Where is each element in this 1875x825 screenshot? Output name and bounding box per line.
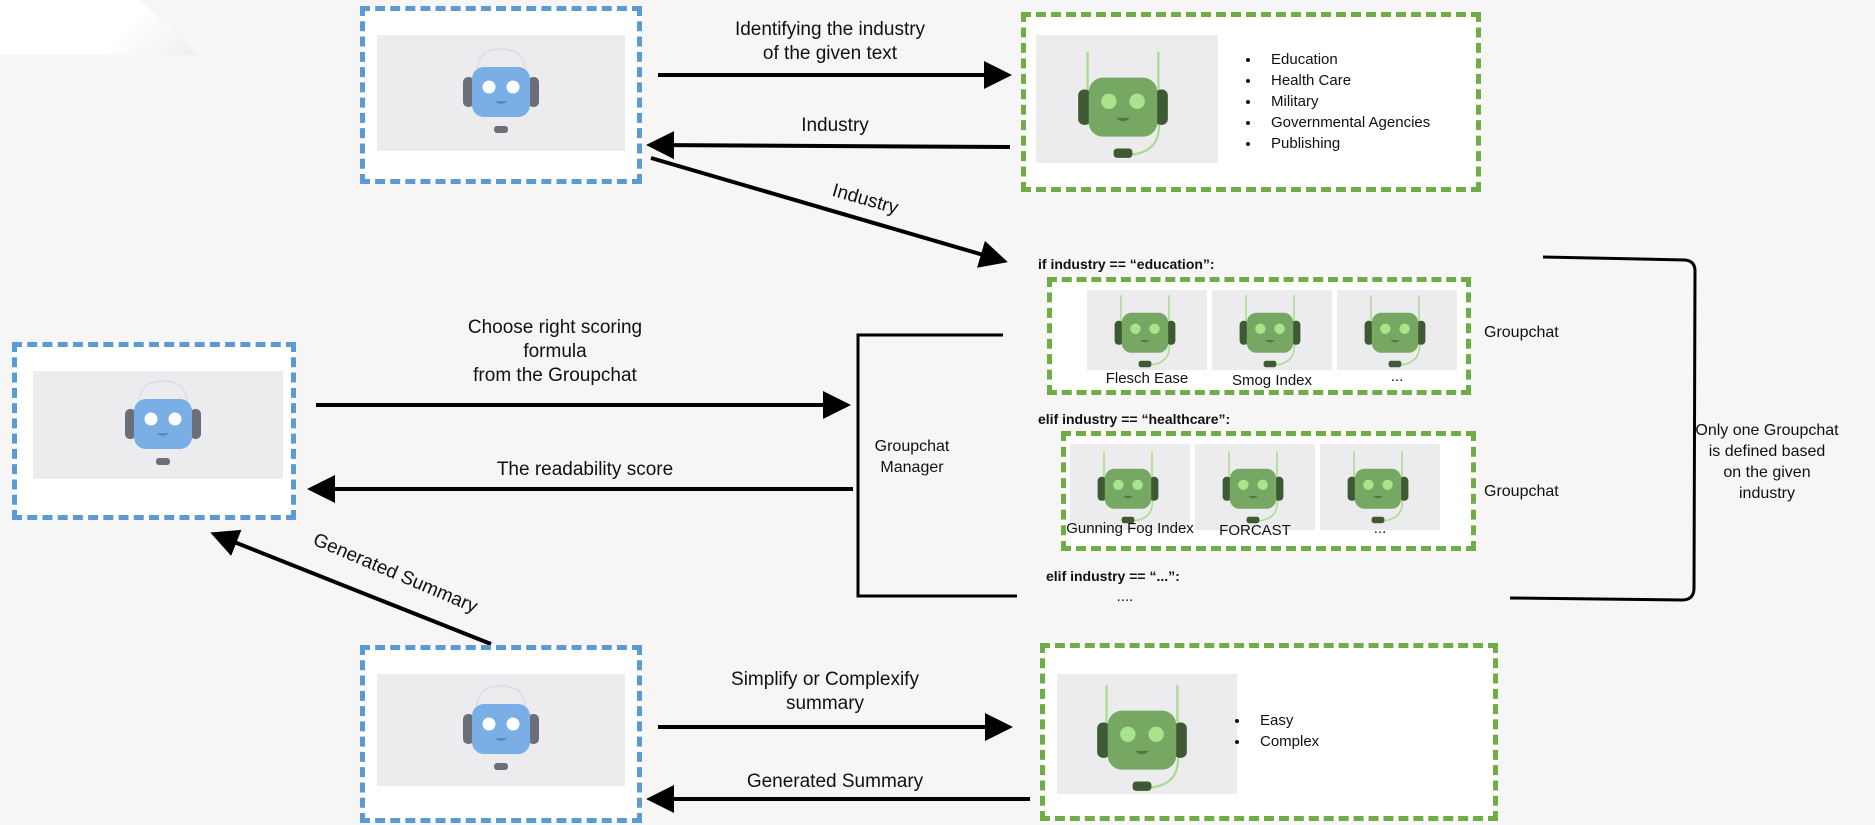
industry-item: Governmental Agencies	[1261, 112, 1430, 133]
green-robot-icon	[1363, 294, 1427, 369]
blue-robot-icon	[462, 685, 540, 771]
agent-name: Flesch Ease	[1105, 370, 1189, 387]
agent-name: Smog Index	[1231, 372, 1313, 389]
agent-name: ...	[1390, 368, 1404, 385]
groupchat-brace	[1509, 255, 1697, 602]
industry-item: Education	[1261, 49, 1430, 70]
groupchat-healthcare: Gunning Fog Index FORCAST ...	[1061, 431, 1476, 551]
green-robot-icon	[1113, 294, 1177, 369]
style-agent: Easy Complex	[1040, 643, 1498, 821]
branch-condition-healthcare: elif industry == “healthcare”:	[1038, 411, 1231, 427]
agent-name: Gunning Fog Index	[1066, 520, 1194, 537]
green-robot-icon	[1221, 450, 1285, 525]
groupchat-education: Flesch Ease Smog Index ...	[1047, 277, 1471, 395]
groupchat-manager-label: Groupchat Manager	[874, 438, 950, 476]
industry-agent: Education Health Care Military Governmen…	[1021, 12, 1481, 192]
complexity-options: Easy Complex	[1228, 710, 1319, 752]
single-groupchat-note: Only one Groupchat is defined based on t…	[1695, 422, 1839, 502]
arrow-generated-summary-up	[210, 529, 492, 646]
industry-item: Health Care	[1261, 70, 1430, 91]
green-robot-icon	[1238, 294, 1302, 369]
blue-robot-icon	[124, 380, 202, 466]
green-robot-icon	[1096, 450, 1160, 525]
groupchat-label-healthcare: Groupchat	[1484, 483, 1559, 500]
industry-list: Education Health Care Military Governmen…	[1239, 49, 1430, 154]
identify-industry-label: Identifying the industry of the given te…	[734, 19, 926, 64]
agent-name: FORCAST	[1219, 522, 1291, 539]
manager-bracket	[856, 333, 1017, 598]
industry-item: Military	[1261, 91, 1430, 112]
summarizer-agent-middle	[12, 342, 296, 520]
green-robot-icon	[1076, 50, 1170, 160]
generated-summary-return-label: Generated Summary	[746, 771, 924, 792]
green-robot-icon	[1346, 450, 1410, 525]
summarizer-agent-bottom	[360, 645, 642, 823]
complexity-option: Complex	[1250, 731, 1319, 752]
branch-ellipsis: ....	[1116, 588, 1134, 605]
arrow-industry-route	[650, 156, 1008, 268]
industry-item: Publishing	[1261, 133, 1430, 154]
groupchat-label-education: Groupchat	[1484, 324, 1559, 341]
industry-return-label: Industry	[801, 115, 869, 136]
complexity-option: Easy	[1250, 710, 1319, 731]
branch-condition-other: elif industry == “...”:	[1046, 568, 1180, 584]
branch-condition-education: if industry == “education”:	[1038, 256, 1215, 272]
agent-name: ...	[1373, 520, 1387, 537]
arrow-industry-return	[646, 131, 1011, 160]
choose-formula-label: Choose right scoring formula from the Gr…	[467, 317, 643, 386]
summarizer-agent-top	[360, 6, 642, 184]
blue-robot-icon	[462, 48, 540, 134]
green-robot-icon	[1095, 683, 1189, 793]
simplify-summary-label: Simplify or Complexify summary	[731, 669, 919, 714]
readability-score-label: The readability score	[496, 459, 674, 480]
